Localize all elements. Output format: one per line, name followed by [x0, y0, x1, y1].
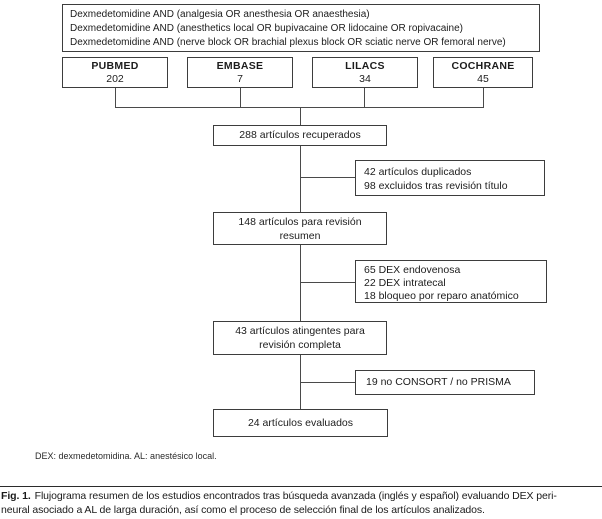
- connector-horizontal-bus: [115, 107, 484, 108]
- connector-pubmed-stub: [115, 88, 116, 107]
- full-review-box: 43 artículos atingentes para revisión co…: [213, 321, 387, 355]
- abstract-review-box: 148 artículos para revisión resumen: [213, 212, 387, 245]
- abbreviations-footnote: DEX: dexmedetomidina. AL: anestésico loc…: [35, 451, 217, 461]
- connector-retrieved-to-abstract: [300, 146, 301, 212]
- database-name: LILACS: [345, 60, 385, 72]
- database-name: COCHRANE: [451, 60, 515, 72]
- excluded-title-box: 42 artículos duplicados 98 excluidos tra…: [355, 160, 545, 196]
- excluded-title-line-1: 42 artículos duplicados: [364, 166, 472, 178]
- connector-abstract-to-full: [300, 245, 301, 321]
- caption-text-2: neural asociado a AL de larga duración, …: [1, 503, 485, 516]
- figure-caption: Fig. 1.Flujograma resumen de los estudio…: [1, 490, 601, 517]
- full-review-line-1: 43 artículos atingentes para: [235, 325, 365, 337]
- figure-label: Fig. 1.: [1, 490, 31, 502]
- database-box-pubmed: PUBMED 202: [62, 57, 168, 88]
- excluded-topic-box: 65 DEX endovenosa 22 DEX intratecal 18 b…: [355, 260, 547, 303]
- excluded-topic-line-3: 18 bloqueo por reparo anatómico: [364, 290, 519, 302]
- caption-divider: [0, 486, 602, 487]
- connector-branch-excluded-reporting: [300, 382, 355, 383]
- connector-branch-excluded-topic: [300, 282, 355, 283]
- caption-line-1: Fig. 1.Flujograma resumen de los estudio…: [1, 490, 601, 504]
- connector-cochrane-stub: [483, 88, 484, 107]
- database-count: 7: [237, 73, 243, 85]
- database-name: PUBMED: [91, 60, 139, 72]
- caption-line-2: neural asociado a AL de larga duración, …: [1, 504, 601, 518]
- search-terms-box: Dexmedetomidine AND (analgesia OR anesth…: [62, 4, 540, 52]
- database-name: EMBASE: [216, 60, 264, 72]
- database-box-embase: EMBASE 7: [187, 57, 293, 88]
- search-term-line-2: Dexmedetomidine AND (anesthetics local O…: [70, 23, 463, 34]
- database-count: 202: [106, 73, 124, 85]
- database-count: 45: [477, 73, 489, 85]
- database-box-cochrane: COCHRANE 45: [433, 57, 533, 88]
- search-term-line-3: Dexmedetomidine AND (nerve block OR brac…: [70, 37, 506, 48]
- database-box-lilacs: LILACS 34: [312, 57, 418, 88]
- excluded-reporting-box: 19 no CONSORT / no PRISMA: [355, 370, 535, 395]
- caption-text-1: Flujograma resumen de los estudios encon…: [34, 490, 557, 502]
- database-count: 34: [359, 73, 371, 85]
- search-term-line-1: Dexmedetomidine AND (analgesia OR anesth…: [70, 9, 370, 20]
- excluded-topic-line-1: 65 DEX endovenosa: [364, 264, 461, 276]
- connector-drop-to-retrieved: [300, 107, 301, 125]
- excluded-title-line-2: 98 excluidos tras revisión título: [364, 180, 508, 192]
- full-review-line-2: revisión completa: [259, 339, 341, 351]
- abstract-review-line-2: resumen: [279, 230, 321, 242]
- connector-embase-stub: [240, 88, 241, 107]
- connector-lilacs-stub: [364, 88, 365, 107]
- retrieved-box: 288 artículos recuperados: [213, 125, 387, 146]
- evaluated-box: 24 artículos evaluados: [213, 409, 388, 437]
- connector-branch-excluded-title: [300, 177, 355, 178]
- excluded-topic-line-2: 22 DEX intratecal: [364, 277, 446, 289]
- abstract-review-line-1: 148 artículos para revisión: [238, 216, 362, 228]
